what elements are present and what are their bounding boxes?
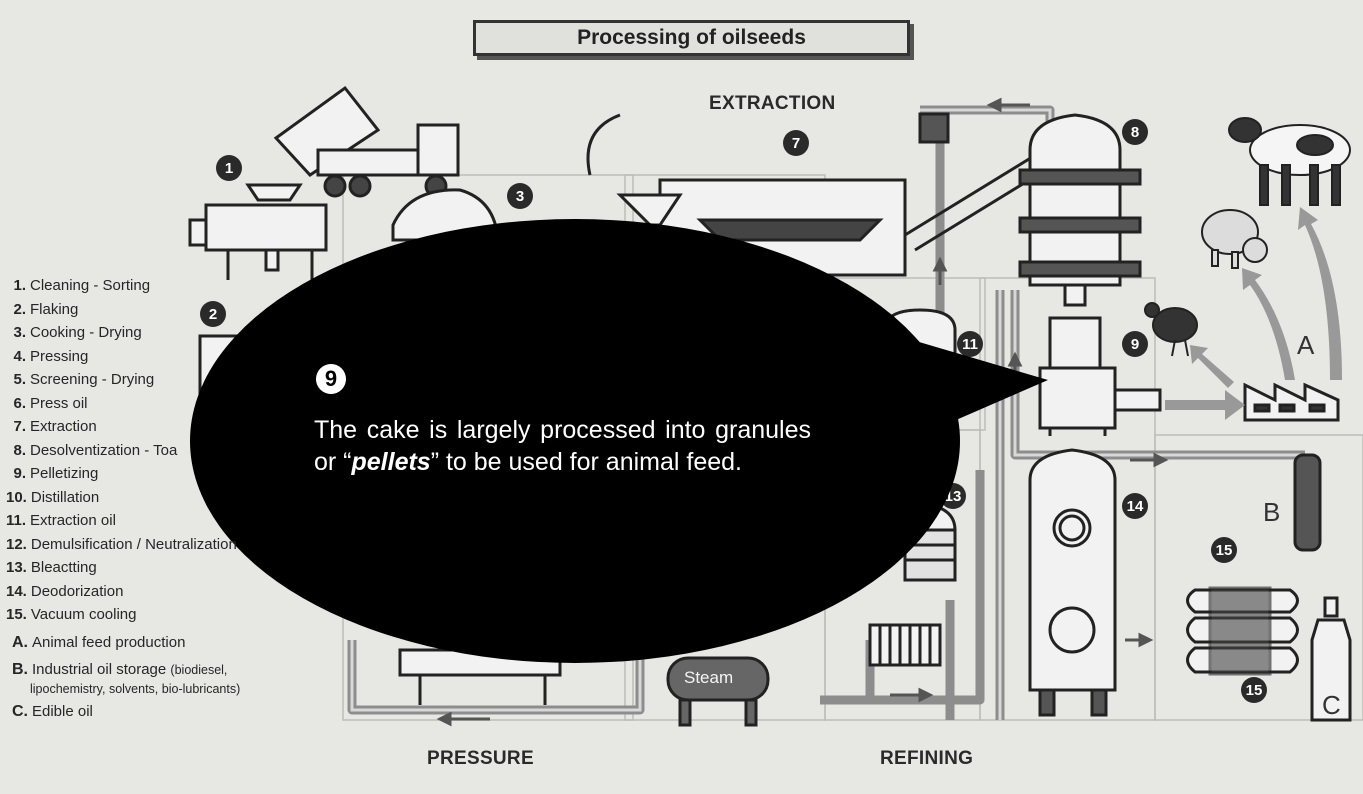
legend-item: 14.Deodorization (6, 580, 316, 604)
legend-item: 1.Cleaning - Sorting (6, 274, 316, 298)
legend-item: 9.Pelletizing (6, 462, 316, 486)
product-label-a: A (1297, 330, 1314, 361)
marker-14: 14 (1127, 498, 1144, 515)
pig (1202, 210, 1267, 268)
legend-product: A.Animal feed production (6, 631, 316, 655)
steam-label: Steam (684, 668, 733, 688)
callout-number: 9 (316, 364, 346, 394)
marker-8: 8 (1131, 124, 1139, 141)
legend-product-note: lipochemistry, solvents, bio-lubricants) (6, 682, 316, 700)
cow (1229, 118, 1350, 205)
legend-product: C.Edible oil (6, 700, 316, 724)
legend-item: 13.Bleactting (6, 556, 316, 580)
legend-item: 12.Demulsification / Neutralization (6, 533, 316, 557)
storage-tank (1295, 455, 1320, 550)
legend-item: 6.Press oil (6, 392, 316, 416)
legend-item: 2.Flaking (6, 298, 316, 322)
legend-item: 15.Vacuum cooling (6, 603, 316, 627)
product-label-c: C (1322, 690, 1341, 721)
callout-text: The cake is largely processed into granu… (314, 414, 811, 478)
legend-item: 11.Extraction oil (6, 509, 316, 533)
product-label-b: B (1263, 497, 1280, 528)
heat-exchanger (870, 625, 940, 665)
marker-7: 7 (792, 135, 800, 152)
diagram-title: Processing of oilseeds (473, 20, 910, 56)
marker-3: 3 (516, 188, 524, 205)
marker-15-bottom: 15 (1246, 682, 1263, 699)
section-pressure: PRESSURE (427, 748, 534, 770)
desolventizer-tower (920, 114, 1140, 305)
legend-product: B.Industrial oil storage (biodiesel, (6, 658, 316, 682)
legend: 1.Cleaning - Sorting 2.Flaking 3.Cooking… (6, 274, 316, 723)
legend-item: 3.Cooking - Drying (6, 321, 316, 345)
factory (1245, 385, 1338, 420)
marker-11: 11 (962, 336, 978, 353)
deodorizer-column (1030, 450, 1115, 715)
marker-15-top: 15 (1216, 542, 1233, 559)
legend-item: 10.Distillation (6, 486, 316, 510)
chicken (1145, 303, 1197, 356)
section-refining: REFINING (880, 748, 973, 770)
legend-item: 5.Screening - Drying (6, 368, 316, 392)
cleaning-machine (190, 185, 326, 280)
vacuum-cooler (1188, 588, 1298, 674)
truck-illustration (276, 88, 458, 196)
section-extraction: EXTRACTION (709, 93, 836, 115)
legend-item: 8.Desolventization - Toa (6, 439, 316, 463)
marker-1: 1 (225, 160, 233, 177)
legend-item: 7.Extraction (6, 415, 316, 439)
marker-9: 9 (1131, 336, 1139, 353)
legend-item: 4.Pressing (6, 345, 316, 369)
